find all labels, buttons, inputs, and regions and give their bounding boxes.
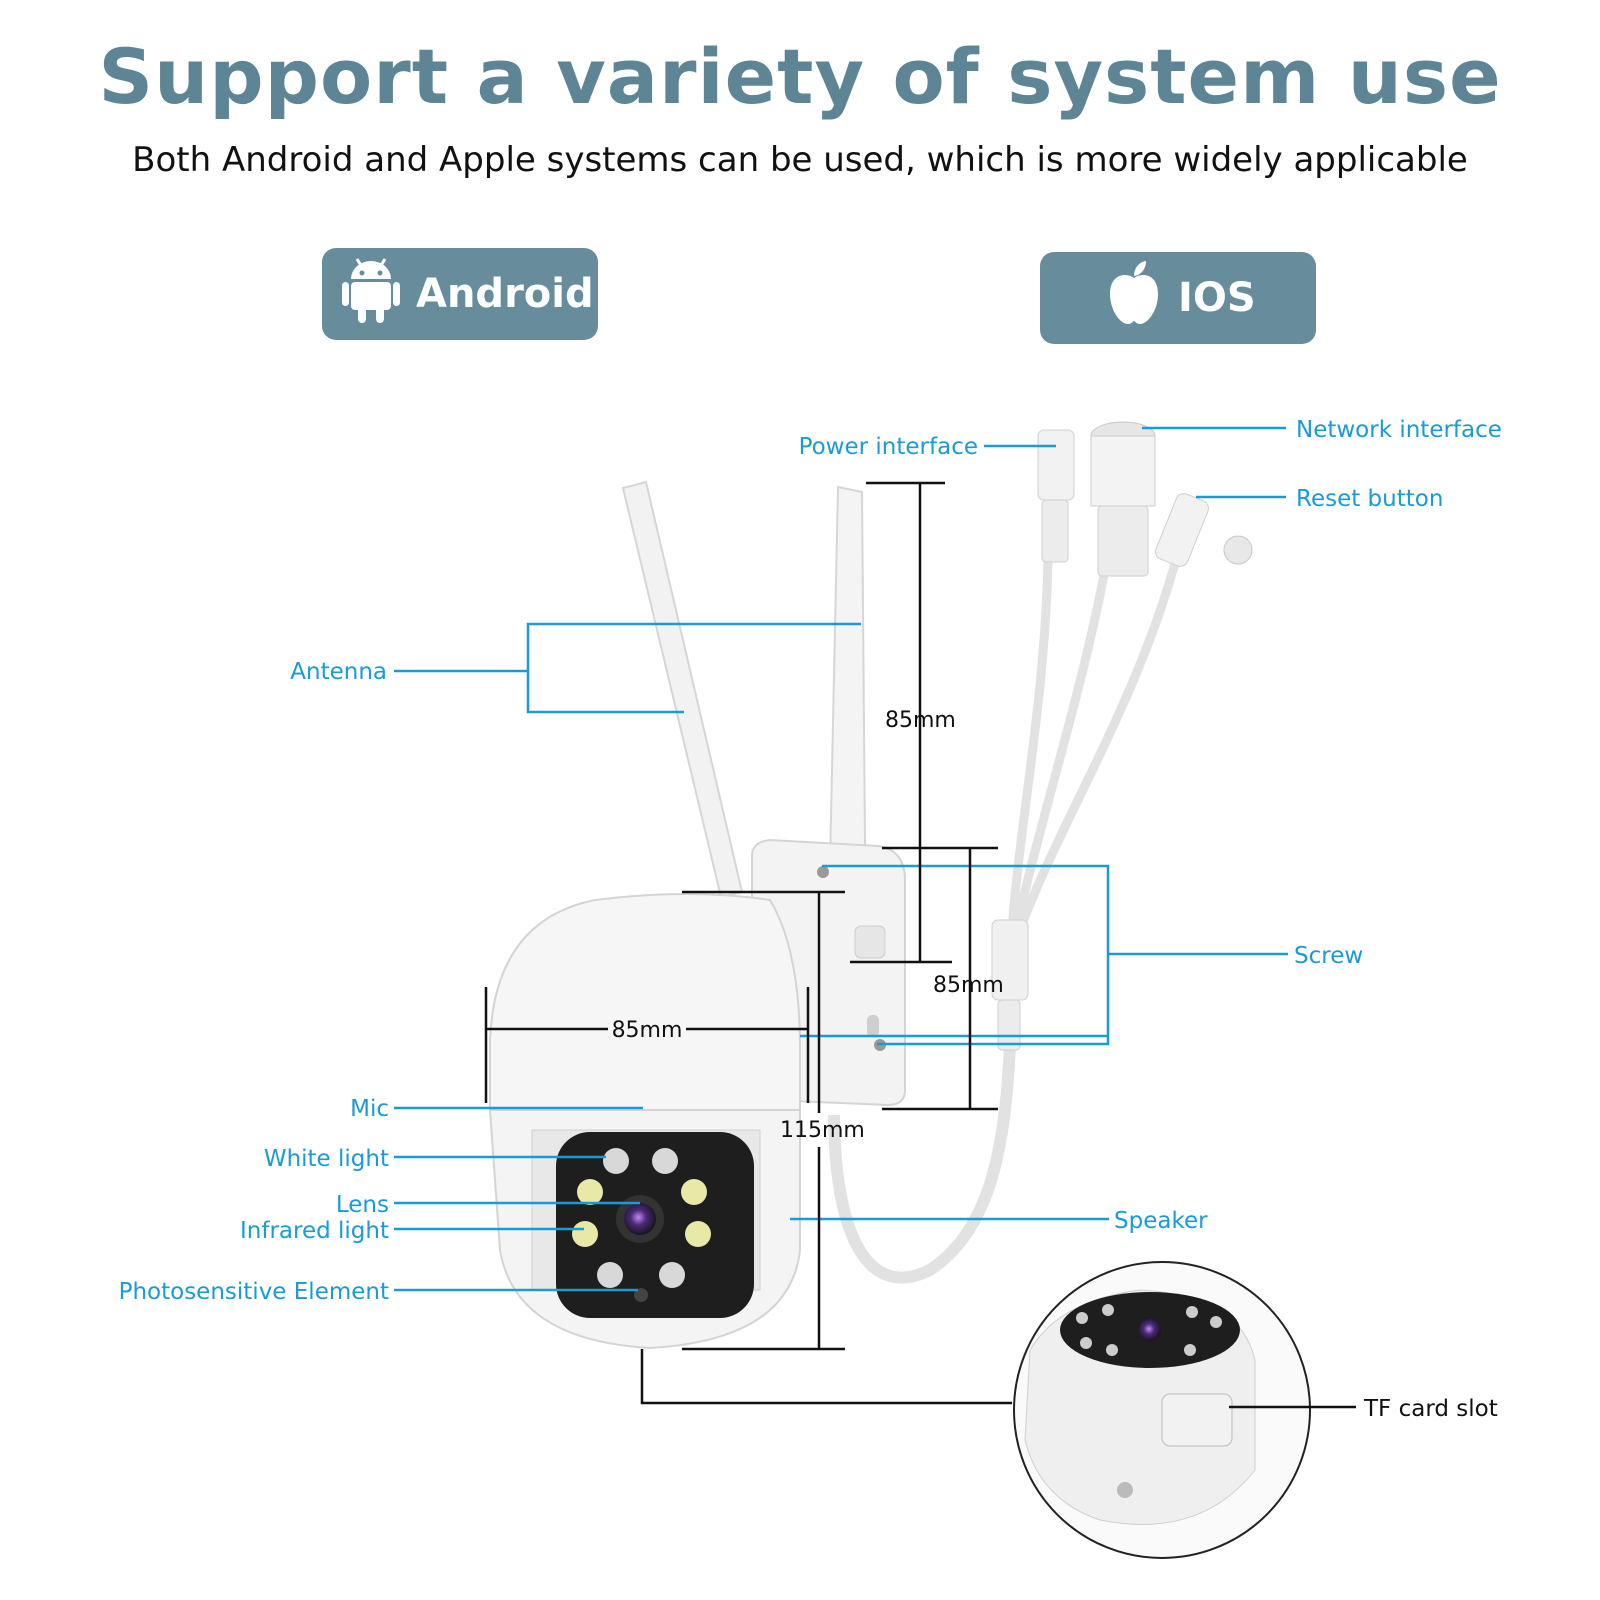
infrared-leds [572, 1179, 711, 1247]
android-icon [342, 253, 400, 335]
white-light-label: White light [264, 1146, 389, 1172]
tf-card-inset [1013, 1261, 1311, 1559]
network-interface-label: Network interface [1296, 417, 1502, 443]
screw-label: Screw [1294, 943, 1363, 969]
antenna-label: Antenna [290, 659, 387, 685]
cable-bundle [828, 543, 1185, 1284]
mic-label: Mic [350, 1096, 389, 1122]
android-badge: Android [322, 248, 598, 340]
mount-height-label: 85mm [933, 973, 1004, 998]
tf-card-slot-label: TF card slot [1363, 1396, 1498, 1422]
photosensitive-element-label: Photosensitive Element [119, 1279, 389, 1305]
ios-badge: IOS [1040, 252, 1316, 344]
lens-icon [624, 1203, 656, 1235]
callout-lines [394, 426, 1288, 1292]
reset-button-label: Reset button [1296, 486, 1443, 512]
power-interface-label: Power interface [799, 434, 978, 460]
white-light-leds [597, 1148, 685, 1288]
page-title: Support a variety of system use [98, 32, 1502, 121]
antenna-left [621, 480, 744, 899]
dimension-lines [484, 481, 1356, 1409]
antenna-height-label: 85mm [885, 708, 956, 733]
power-connector [1037, 429, 1075, 563]
android-label: Android [416, 271, 594, 317]
lens-label: Lens [336, 1192, 389, 1218]
speaker-label: Speaker [1114, 1208, 1208, 1234]
network-connector [1090, 421, 1156, 577]
dome-width-label: 85mm [612, 1018, 683, 1043]
camera-face [556, 1132, 754, 1318]
photosensor [634, 1288, 648, 1302]
infrared-light-label: Infrared light [240, 1218, 389, 1244]
page-subtitle: Both Android and Apple systems can be us… [132, 140, 1468, 180]
total-height-label: 115mm [780, 1118, 865, 1143]
ios-label: IOS [1178, 275, 1256, 321]
apple-icon [1106, 260, 1162, 336]
cable-splitter [991, 919, 1029, 1051]
reset-connector [1155, 493, 1253, 567]
